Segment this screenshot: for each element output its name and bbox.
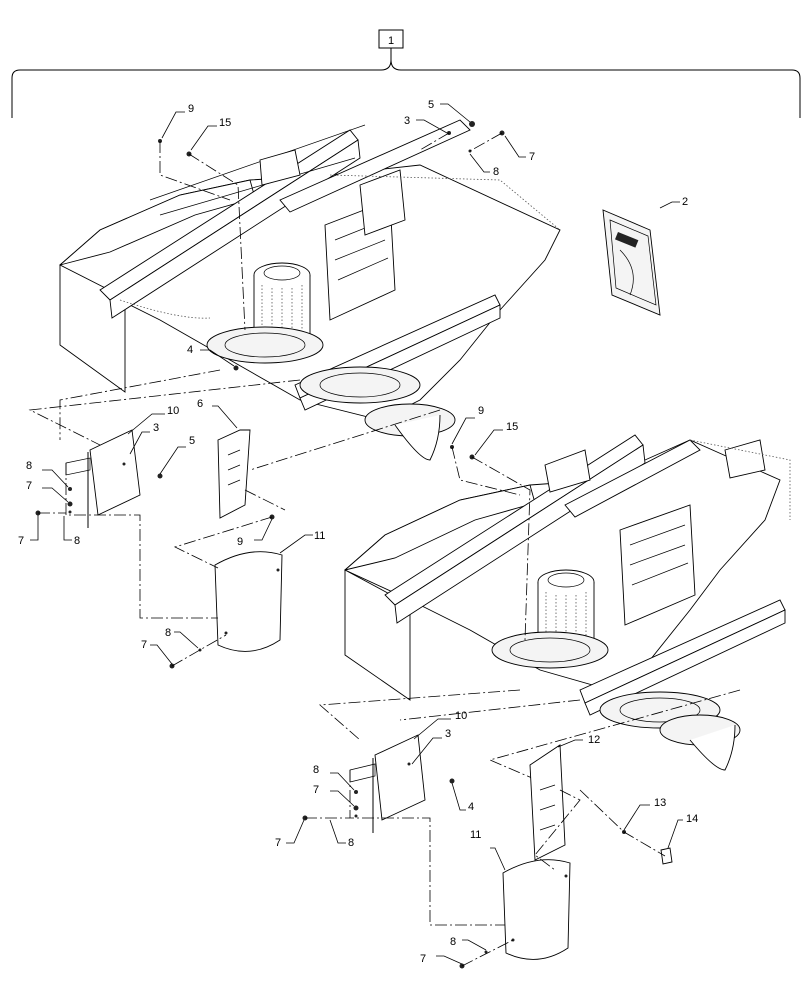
- assembly-bracket: 1: [11, 29, 801, 118]
- callout-8: 8: [493, 166, 499, 178]
- upper-mower-assembly: [28, 119, 561, 471]
- callout-4: 4: [187, 344, 193, 356]
- callout-3: 3: [404, 115, 410, 127]
- callout-15-b: 15: [506, 421, 518, 433]
- callout-9: 9: [188, 103, 194, 115]
- callout-12: 12: [588, 734, 600, 746]
- callout-8-f: 8: [348, 837, 354, 849]
- callout-8-g: 8: [450, 936, 456, 948]
- assembly-ref-label: 1: [388, 35, 394, 47]
- callout-8-e: 8: [313, 764, 319, 776]
- callout-11: 11: [314, 530, 325, 542]
- lower-mower-assembly: [319, 434, 791, 791]
- callout-14: 14: [686, 813, 698, 825]
- callout-5: 5: [428, 99, 434, 111]
- callout-13: 13: [654, 797, 666, 809]
- callout-4-b: 4: [468, 801, 474, 813]
- callout-7-e: 7: [313, 784, 319, 796]
- callouts: 9 15 3 5 7 8 2 4 6 10 3 5 8 7 7 8 9 11: [18, 99, 698, 965]
- callout-7: 7: [529, 151, 535, 163]
- callout-7-f: 7: [275, 837, 281, 849]
- callout-15: 15: [219, 117, 231, 129]
- callout-11-b: 11: [470, 829, 481, 841]
- callout-6: 6: [197, 398, 203, 410]
- decal-part: [602, 209, 661, 316]
- callout-9-b: 9: [237, 536, 243, 548]
- callout-3-b: 3: [153, 422, 159, 434]
- callout-9-c: 9: [478, 405, 484, 417]
- callout-7-c: 7: [18, 535, 24, 547]
- callout-8-d: 8: [165, 627, 171, 639]
- callout-8-c: 8: [74, 535, 80, 547]
- callout-5-b: 5: [189, 435, 195, 447]
- callout-10: 10: [167, 405, 179, 417]
- callout-2: 2: [682, 196, 688, 208]
- callout-7-d: 7: [141, 639, 147, 651]
- callout-8-b: 8: [26, 460, 32, 472]
- lower-left-parts: [302, 734, 673, 969]
- callout-10-b: 10: [455, 710, 467, 722]
- callout-7-g: 7: [420, 953, 426, 965]
- callout-7-b: 7: [26, 480, 32, 492]
- callout-3-c: 3: [445, 728, 451, 740]
- upper-left-parts: [35, 365, 286, 669]
